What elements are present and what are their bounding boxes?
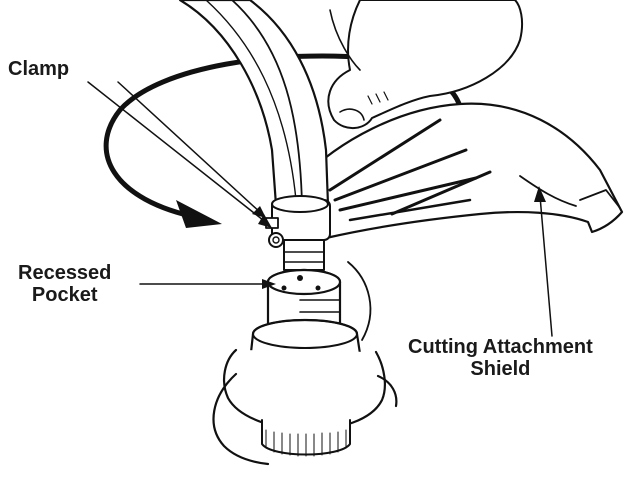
recessed-pocket-label-line2: Pocket [31, 284, 98, 306]
arrowhead-pocket [262, 279, 276, 289]
shield-label-line2: Shield [470, 358, 531, 380]
drive-shaft [178, 0, 330, 207]
arrowhead-clamp-1 [258, 214, 272, 228]
cutting-attachment-shield [298, 102, 624, 240]
clamp-label: Clamp [8, 58, 69, 80]
recessed-pocket-label: Recessed Pocket [18, 262, 111, 306]
clamp-label-text: Clamp [8, 58, 70, 80]
leader-shield [539, 195, 553, 337]
hand [327, 0, 524, 129]
recessed-pocket-label-line1: Recessed [18, 262, 112, 284]
shield-label-line1: Cutting Attachment [408, 336, 593, 358]
cutting-attachment-shield-label: Cutting Attachment Shield [408, 336, 593, 380]
leader-clamp-1 [87, 81, 269, 225]
rotation-arrowhead [176, 200, 222, 228]
leader-clamp-2 [117, 81, 263, 215]
trimmer-head [212, 318, 398, 466]
arrowhead-shield [534, 186, 546, 202]
arrowhead-clamp-2 [252, 206, 266, 218]
leader-lines [87, 81, 553, 337]
clamp [265, 195, 331, 248]
coupling [283, 239, 372, 341]
